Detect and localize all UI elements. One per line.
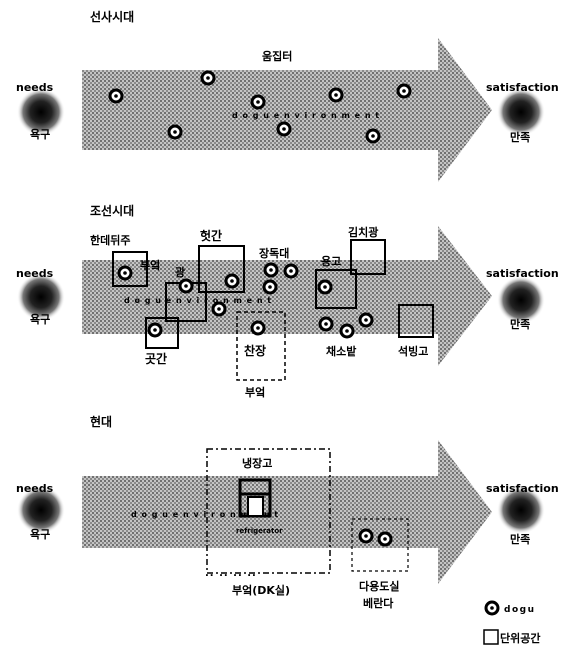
dogu-marker [119, 267, 131, 279]
label-seokbinggo: 석빙고 [398, 344, 428, 358]
label-chaesobat: 채소밭 [326, 344, 356, 358]
needs-label: needs [16, 482, 54, 495]
dots-decoration: .. .. .. .. [205, 568, 257, 579]
dogu-marker [285, 265, 297, 277]
satisfaction-ko-label: 만족 [510, 317, 530, 331]
legend-unit-space-label: 단위공간 [500, 631, 540, 645]
label-buok-dashed: 부엌 [245, 386, 265, 399]
environment-label: d o g u e n v i r o n m e n t [232, 111, 380, 120]
dogu-marker [180, 280, 192, 292]
satisfaction-ko-label: 만족 [510, 532, 530, 546]
needs-label: needs [16, 81, 54, 94]
dogu-marker [264, 281, 276, 293]
label-veranda: 베란다 [363, 596, 394, 610]
legend-unit-space-box [484, 630, 498, 644]
needs-label: needs [16, 267, 54, 280]
dogu-marker [252, 96, 264, 108]
dogu-marker [319, 281, 331, 293]
label-refrigerator-en: refrigerator [236, 527, 283, 535]
dogu-marker [320, 318, 332, 330]
legend-dogu-label: dogu [504, 605, 535, 615]
dogu-marker [341, 325, 353, 337]
label-refrigerator-ko: 냉장고 [242, 456, 272, 470]
dogu-marker [202, 72, 214, 84]
dogu-marker [330, 89, 342, 101]
satisfaction-label: satisfaction [486, 81, 559, 94]
dogu-marker [226, 275, 238, 287]
satisfaction-blob [497, 276, 545, 324]
dogu-marker [367, 130, 379, 142]
label-jangdokdae: 장독대 [259, 246, 289, 260]
label-umjipteo: 움집터 [262, 49, 292, 63]
dogu-marker [398, 85, 410, 97]
environment-label: d o g u e n v i r o n m e n t [124, 296, 272, 305]
panel-joseon: 조선시대 d o g u e n v i r o n m e n t needs… [16, 203, 559, 399]
era-title: 선사시대 [90, 9, 134, 24]
dogu-marker [110, 90, 122, 102]
legend-dogu-marker [486, 602, 498, 614]
label-gimchigwang: 김치광 [348, 225, 378, 239]
era-title: 조선시대 [90, 203, 134, 218]
needs-ko-label: 욕구 [30, 313, 50, 326]
dogu-marker [379, 533, 391, 545]
label-gotgan: 곳간 [145, 351, 167, 366]
needs-ko-label: 욕구 [30, 528, 50, 541]
label-heotgan: 헛간 [200, 228, 222, 243]
label-utility-room: 다용도실 [359, 579, 399, 593]
label-chanjang: 찬장 [244, 343, 266, 358]
dogu-marker [360, 314, 372, 326]
dogu-marker [149, 324, 161, 336]
label-gwang: 광 [175, 266, 185, 279]
satisfaction-blob [497, 88, 545, 136]
dogu-marker [278, 123, 290, 135]
label-yonggo: 용고 [321, 255, 341, 268]
satisfaction-label: satisfaction [486, 267, 559, 280]
label-buok: 부엌 [140, 259, 160, 272]
legend: dogu 단위공간 [484, 602, 540, 645]
label-dk-room: 부엌(DK실) [232, 583, 290, 597]
needs-ko-label: 욕구 [30, 128, 50, 141]
dogu-marker [265, 264, 277, 276]
era-title: 현대 [90, 414, 112, 429]
dogu-marker [360, 530, 372, 542]
panel-prehistoric: 선사시대 d o g u e n v i r o n m e n t 움집터 n… [16, 9, 559, 182]
dogu-marker [252, 322, 264, 334]
satisfaction-label: satisfaction [486, 482, 559, 495]
panel-modern: 현대 d o g u e n v i r o n m e n t needs 욕… [16, 414, 559, 610]
dogu-marker [169, 126, 181, 138]
dogu-marker [213, 303, 225, 315]
label-handedwiju: 한데뒤주 [90, 233, 130, 247]
satisfaction-ko-label: 만족 [510, 130, 530, 144]
